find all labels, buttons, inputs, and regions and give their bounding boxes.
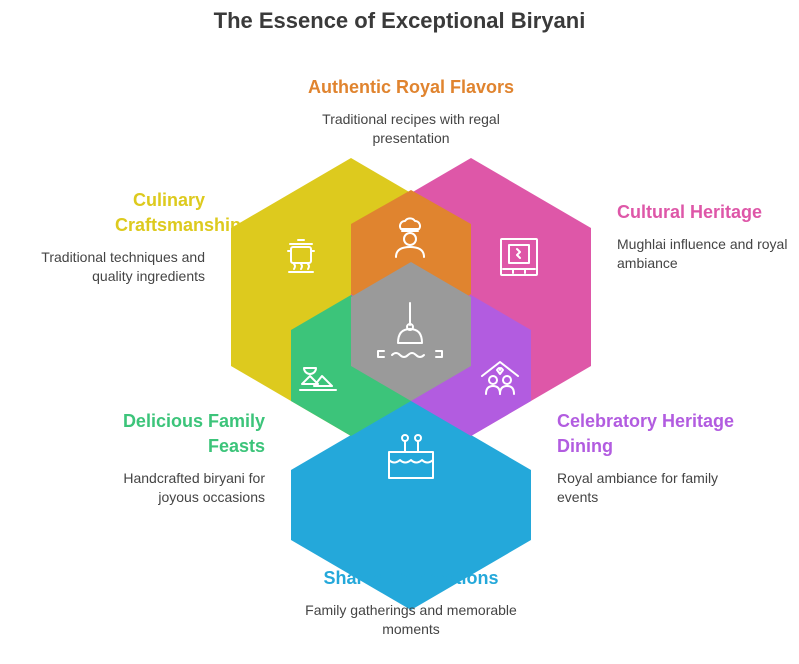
description-shared-celebrations: Family gatherings and memorable moments [305,602,517,637]
label-shared-celebrations: Shared Celebrations Family gatherings an… [276,566,546,639]
label-cultural-heritage: Cultural Heritage Mughlai influence and … [617,200,797,273]
label-celebratory-heritage-dining: Celebratory Heritage Dining Royal ambian… [557,409,757,507]
hex-center [351,262,471,401]
heading-authentic-royal-flavors: Authentic Royal Flavors [307,77,515,97]
family-home-icon [481,361,519,395]
description-cultural-heritage: Mughlai influence and royal ambiance [617,236,788,271]
food-bowl-icon [299,367,337,391]
heading-cultural-heritage: Cultural Heritage [617,202,763,222]
description-delicious-family-feasts: Handcrafted biryani for joyous occasions [123,470,265,505]
chef-icon [395,217,425,258]
label-authentic-royal-flavors: Authentic Royal Flavors Traditional reci… [286,75,536,148]
cooking-pot-icon [287,239,315,273]
framed-picture-icon [500,238,538,276]
page-title: The Essence of Exceptional Biryani [213,8,586,33]
hex-shared-celebrations [291,400,531,610]
celebration-cake-icon [388,434,434,479]
description-authentic-royal-flavors: Traditional recipes with regal presentat… [322,111,500,146]
serving-dish-icon [377,302,443,358]
heading-delicious-family-feasts: Delicious Family Feasts [122,411,265,456]
description-culinary-craftsmanship: Traditional techniques and quality ingre… [41,249,205,284]
heading-shared-celebrations: Shared Celebrations [323,568,499,588]
label-culinary-craftsmanship: Culinary Craftsmanship Traditional techn… [0,188,242,286]
heading-celebratory-heritage-dining: Celebratory Heritage Dining [557,411,735,456]
label-delicious-family-feasts: Delicious Family Feasts Handcrafted biry… [15,409,265,507]
description-celebratory-heritage-dining: Royal ambiance for family events [557,470,719,505]
heading-culinary-craftsmanship: Culinary Craftsmanship [115,190,242,235]
